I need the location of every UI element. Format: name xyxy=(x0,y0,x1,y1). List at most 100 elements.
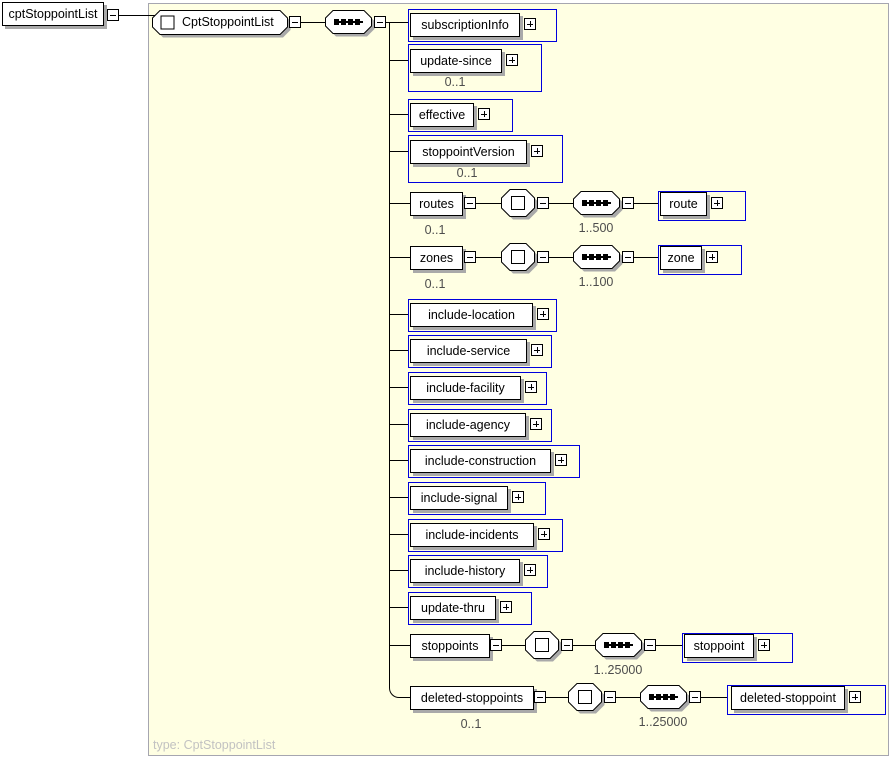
element-label: deleted-stoppoint xyxy=(740,691,836,705)
connector-line xyxy=(701,697,727,698)
complex-content-icon[interactable] xyxy=(568,683,606,715)
complextype-label: CptStoppointList xyxy=(182,15,274,29)
collapse-icon[interactable] xyxy=(537,197,549,209)
element-stoppoints[interactable]: stoppoints xyxy=(410,634,490,658)
collapse-icon[interactable] xyxy=(644,639,656,651)
collapse-icon[interactable] xyxy=(561,639,573,651)
element-include-service[interactable]: include-service xyxy=(410,339,527,363)
element-deleted-stoppoints[interactable]: deleted-stoppoints xyxy=(410,686,534,710)
connector-line xyxy=(476,203,501,204)
sequence-icon[interactable] xyxy=(325,10,376,38)
element-zones[interactable]: zones xyxy=(410,246,463,270)
element-frame xyxy=(408,592,532,625)
occurrence: 1..25000 xyxy=(638,715,688,729)
collapse-icon[interactable] xyxy=(534,691,546,703)
connector-line xyxy=(476,257,501,258)
expand-icon[interactable] xyxy=(706,251,718,263)
sequence-icon[interactable] xyxy=(573,191,624,219)
collapse-icon[interactable] xyxy=(490,639,502,651)
expand-icon[interactable] xyxy=(531,145,543,157)
element-zone[interactable]: zone xyxy=(660,246,702,270)
expand-icon[interactable] xyxy=(512,491,524,503)
element-update-thru[interactable]: update-thru xyxy=(410,596,496,620)
expand-icon[interactable] xyxy=(524,564,536,576)
connector-line xyxy=(549,257,573,258)
complex-content-icon[interactable] xyxy=(525,631,563,663)
connector-line xyxy=(389,60,408,61)
sequence-icon[interactable] xyxy=(595,633,646,661)
connector-line xyxy=(400,697,410,698)
element-frame xyxy=(408,135,563,183)
element-include-signal[interactable]: include-signal xyxy=(410,486,508,510)
element-frame xyxy=(408,555,548,588)
complex-content-icon[interactable] xyxy=(501,243,539,275)
expand-icon[interactable] xyxy=(538,528,550,540)
collapse-icon[interactable] xyxy=(374,16,386,28)
element-label: include-facility xyxy=(426,381,505,395)
element-label: stoppoint xyxy=(693,639,745,653)
expand-icon[interactable] xyxy=(506,54,518,66)
element-frame xyxy=(408,9,557,42)
collapse-icon[interactable] xyxy=(464,251,476,263)
collapse-icon[interactable] xyxy=(107,9,119,21)
element-frame xyxy=(408,299,557,332)
collapse-icon[interactable] xyxy=(689,691,701,703)
element-routes[interactable]: routes xyxy=(410,192,463,216)
expand-icon[interactable] xyxy=(500,601,512,613)
element-stoppointVersion[interactable]: stoppointVersion xyxy=(410,140,527,164)
connector-line xyxy=(389,607,408,608)
element-label: stoppointVersion xyxy=(422,145,515,159)
expand-icon[interactable] xyxy=(524,18,536,30)
element-include-location[interactable]: include-location xyxy=(410,303,533,327)
expand-icon[interactable] xyxy=(555,454,567,466)
occurrence: 1..100 xyxy=(578,275,614,289)
element-label: include-signal xyxy=(420,491,498,505)
cardinality: 0..1 xyxy=(444,75,466,89)
expand-icon[interactable] xyxy=(478,108,490,120)
occurrence: 1..25000 xyxy=(593,663,643,677)
expand-icon[interactable] xyxy=(711,197,723,209)
connector-line xyxy=(389,151,408,152)
element-label: zones xyxy=(419,251,454,265)
connector-line xyxy=(389,424,408,425)
expand-icon[interactable] xyxy=(525,381,537,393)
element-include-construction[interactable]: include-construction xyxy=(410,449,551,473)
expand-icon[interactable] xyxy=(531,344,543,356)
element-deleted-stoppoint[interactable]: deleted-stoppoint xyxy=(731,686,845,710)
element-label: subscriptionInfo xyxy=(421,18,509,32)
element-subscriptionInfo[interactable]: subscriptionInfo xyxy=(410,13,520,37)
element-label: include-location xyxy=(428,308,515,322)
collapse-icon[interactable] xyxy=(622,197,634,209)
occurrence: 1..500 xyxy=(578,221,614,235)
sequence-icon[interactable] xyxy=(573,245,624,273)
connector-line xyxy=(389,114,408,115)
element-effective[interactable]: effective xyxy=(410,103,474,127)
collapse-icon[interactable] xyxy=(537,251,549,263)
element-include-agency[interactable]: include-agency xyxy=(410,413,526,437)
collapse-icon[interactable] xyxy=(604,691,616,703)
collapse-icon[interactable] xyxy=(622,251,634,263)
expand-icon[interactable] xyxy=(758,639,770,651)
element-route[interactable]: route xyxy=(660,192,707,216)
element-frame xyxy=(658,245,742,275)
element-label: update-since xyxy=(420,54,492,68)
element-include-incidents[interactable]: include-incidents xyxy=(410,523,534,547)
element-update-since[interactable]: update-since xyxy=(410,49,502,73)
element-frame xyxy=(408,445,580,478)
element-cptStoppointList[interactable]: cptStoppointList xyxy=(2,2,104,26)
collapse-icon[interactable] xyxy=(464,197,476,209)
collapse-icon[interactable] xyxy=(289,16,301,28)
sequence-icon[interactable] xyxy=(640,685,691,713)
element-include-history[interactable]: include-history xyxy=(410,559,520,583)
complex-content-icon[interactable] xyxy=(501,189,539,221)
expand-icon[interactable] xyxy=(537,308,549,320)
element-include-facility[interactable]: include-facility xyxy=(410,376,521,400)
expand-icon[interactable] xyxy=(849,691,861,703)
cardinality: 0..1 xyxy=(424,223,446,237)
expand-icon[interactable] xyxy=(530,418,542,430)
element-frame xyxy=(408,44,542,92)
element-label: update-thru xyxy=(421,601,485,615)
complextype-octagon[interactable] xyxy=(152,10,292,39)
cardinality: 0..1 xyxy=(456,166,478,180)
element-stoppoint[interactable]: stoppoint xyxy=(684,634,754,658)
